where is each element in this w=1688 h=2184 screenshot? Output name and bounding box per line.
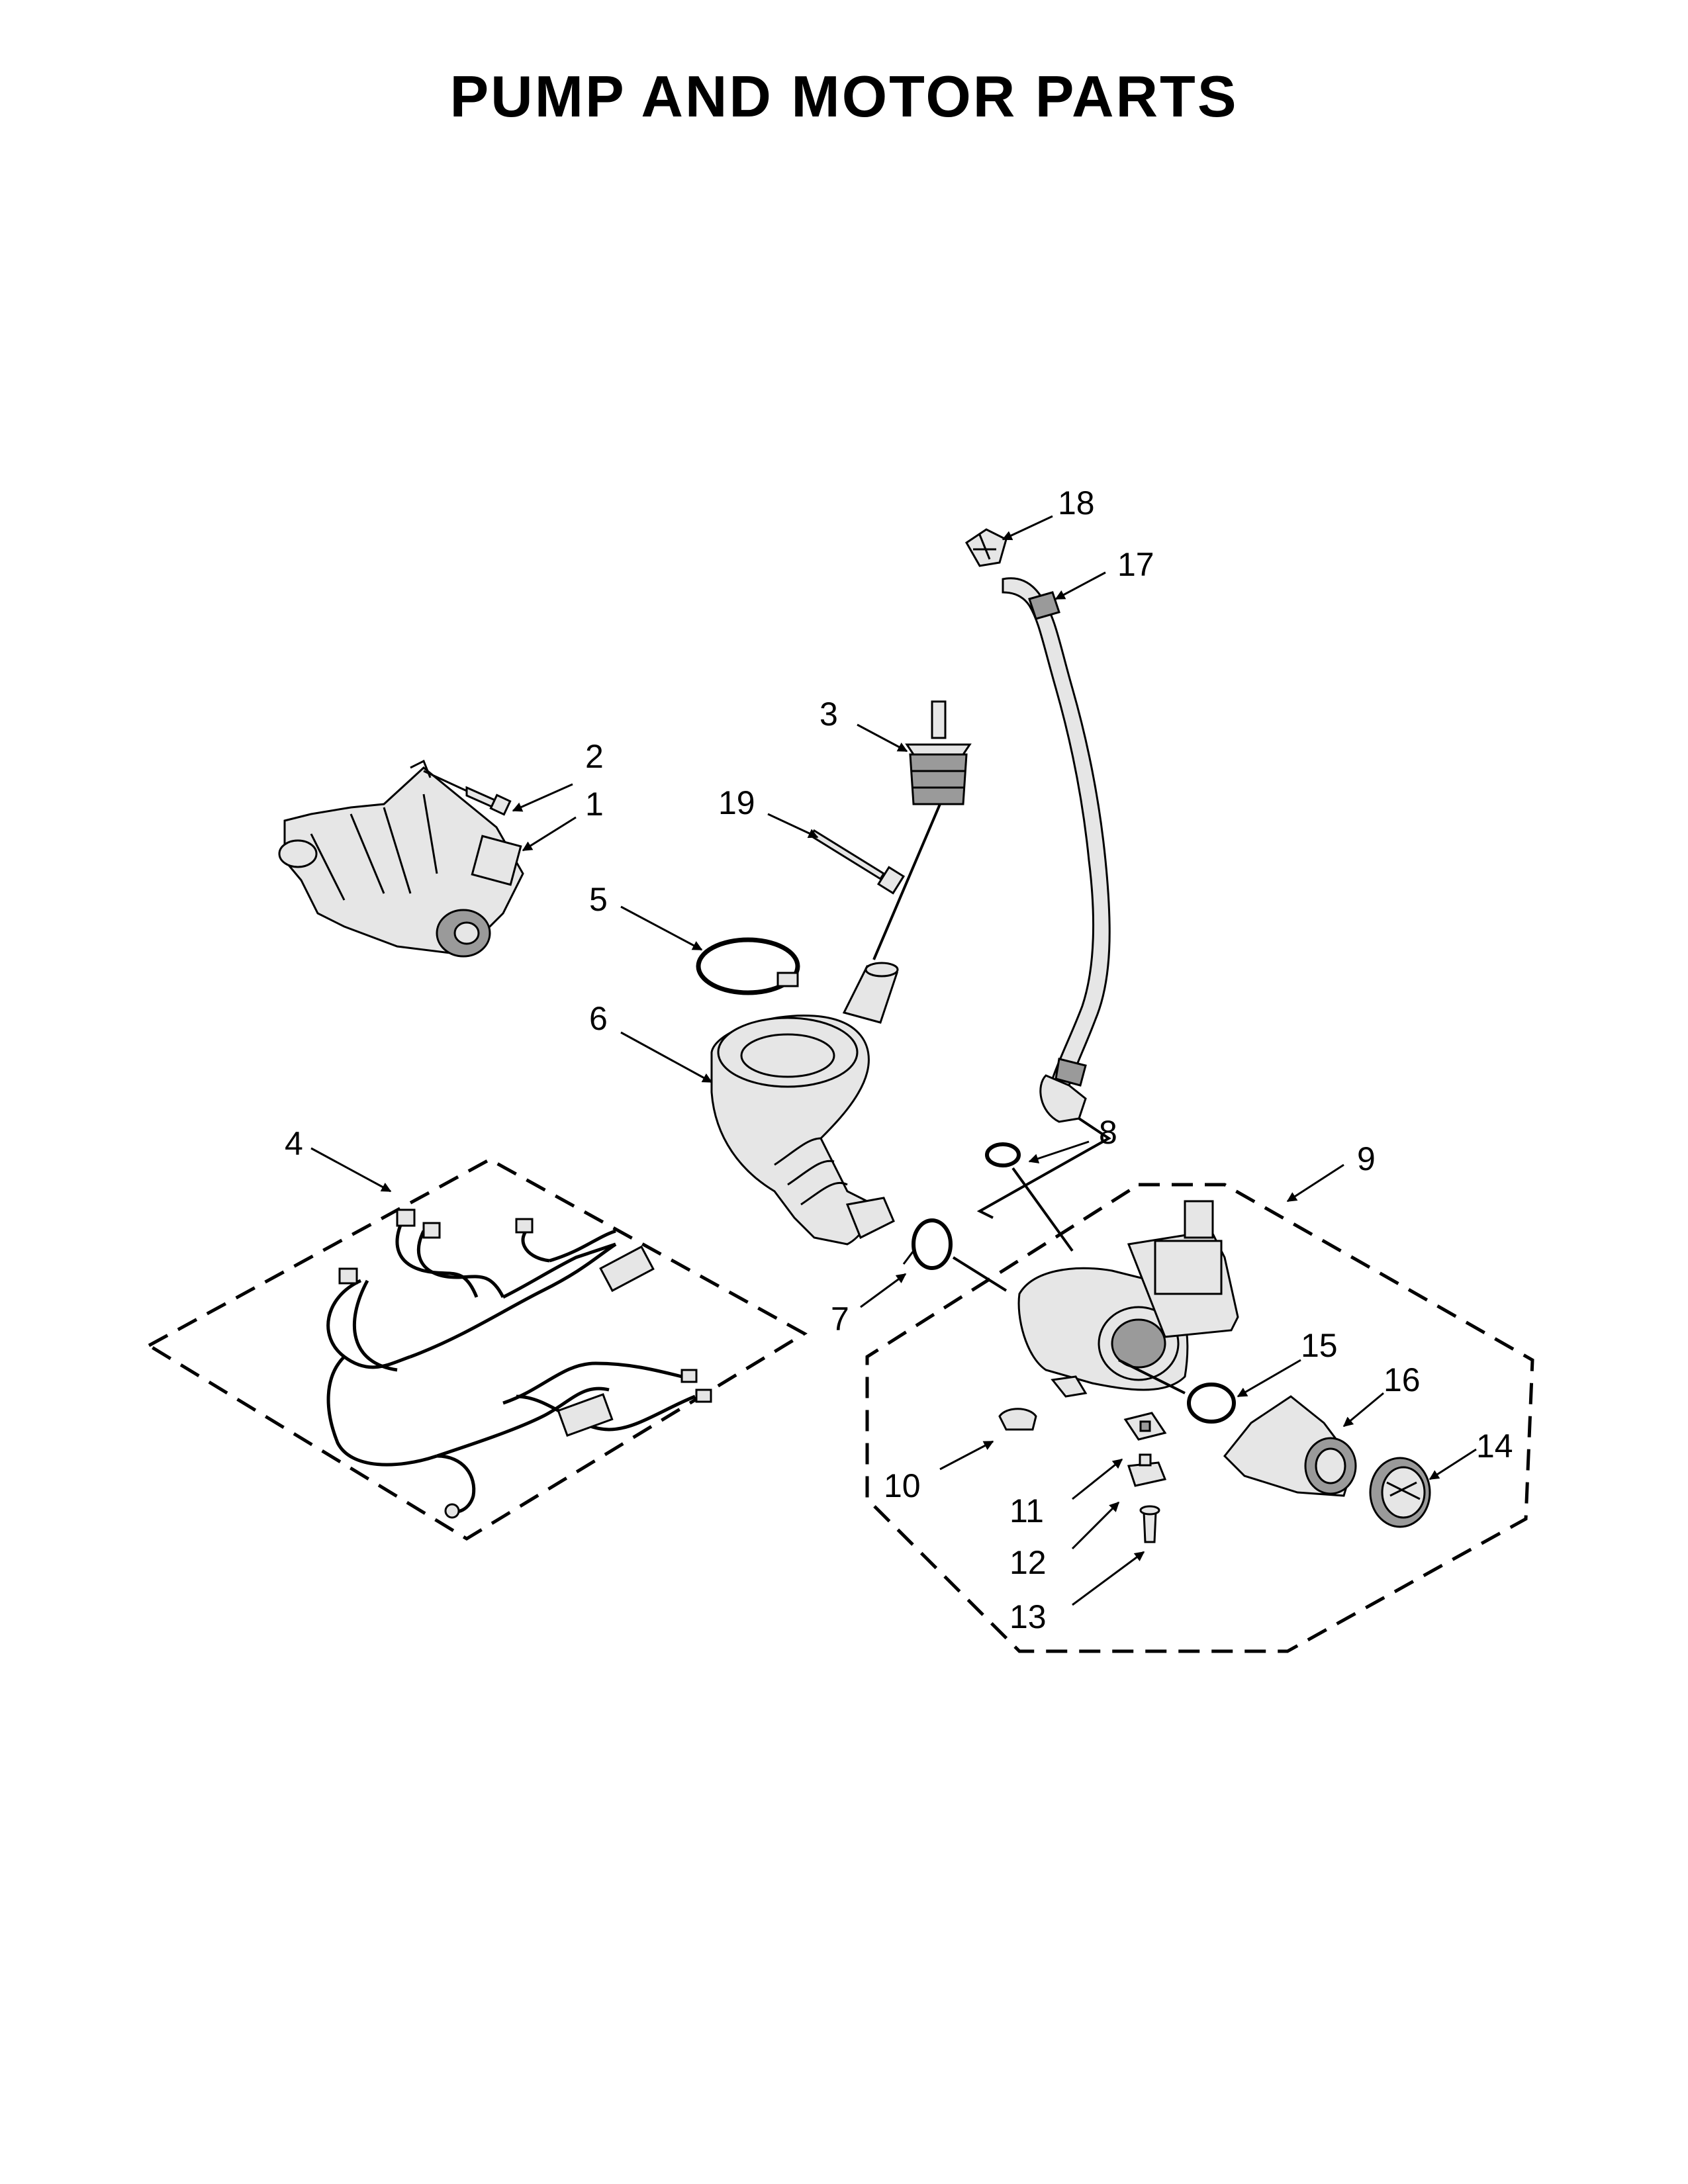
pump-screw-part[interactable]	[1139, 1505, 1160, 1543]
filter-cap-part[interactable]	[1369, 1457, 1431, 1528]
pump-mount-clip-part[interactable]	[998, 1408, 1037, 1431]
callout-17[interactable]: 17	[1117, 546, 1154, 583]
drain-pump-part[interactable]	[865, 1183, 1534, 1653]
callout-18[interactable]: 18	[1058, 484, 1095, 522]
callout-15[interactable]: 15	[1301, 1327, 1338, 1364]
callout-13[interactable]: 13	[1009, 1598, 1047, 1635]
callout-4[interactable]: 4	[285, 1125, 303, 1162]
callout-7[interactable]: 7	[831, 1300, 849, 1338]
hose-clip-part[interactable]	[965, 528, 1008, 567]
pump-o-ring-part[interactable]	[1118, 1359, 1236, 1424]
callout-12[interactable]: 12	[1009, 1544, 1047, 1581]
callout-19[interactable]: 19	[718, 784, 755, 821]
motor-bolt-part[interactable]	[423, 770, 512, 816]
wire-harness-part[interactable]	[145, 1158, 808, 1541]
hose-clamp-part[interactable]	[696, 937, 800, 995]
callout-11[interactable]: 11	[1009, 1492, 1044, 1529]
callout-3[interactable]: 3	[820, 696, 838, 733]
hose-clamp-clip-part[interactable]	[985, 1142, 1074, 1252]
callout-2[interactable]: 2	[585, 738, 604, 775]
pump-clamp-part[interactable]	[902, 1218, 1008, 1292]
callout-9[interactable]: 9	[1357, 1140, 1376, 1177]
callout-14[interactable]: 14	[1476, 1428, 1513, 1465]
pump-mount-pad-part[interactable]	[1123, 1412, 1167, 1441]
tub-pump-hose-part[interactable]	[710, 962, 899, 1246]
callout-8[interactable]: 8	[1099, 1114, 1117, 1151]
filter-housing-part[interactable]	[1223, 1395, 1357, 1497]
pump-bracket-part[interactable]	[1127, 1453, 1167, 1487]
cable-tie-part[interactable]	[809, 829, 906, 895]
callout-1[interactable]: 1	[585, 786, 604, 823]
callout-labels: 1 2 3 4 5 6 7 8 9 10 11 12 13 14 15 16 1…	[285, 484, 1513, 1635]
drain-hose-part[interactable]	[976, 577, 1111, 1219]
air-dome-part[interactable]	[872, 700, 972, 960]
callout-10[interactable]: 10	[884, 1467, 921, 1504]
callout-6[interactable]: 6	[589, 1000, 608, 1037]
callout-16[interactable]: 16	[1383, 1361, 1421, 1398]
page-title: PUMP AND MOTOR PARTS	[449, 64, 1239, 129]
callout-5[interactable]: 5	[589, 881, 608, 918]
callout-leaders	[310, 515, 1477, 1606]
drive-motor-part[interactable]	[278, 759, 524, 958]
